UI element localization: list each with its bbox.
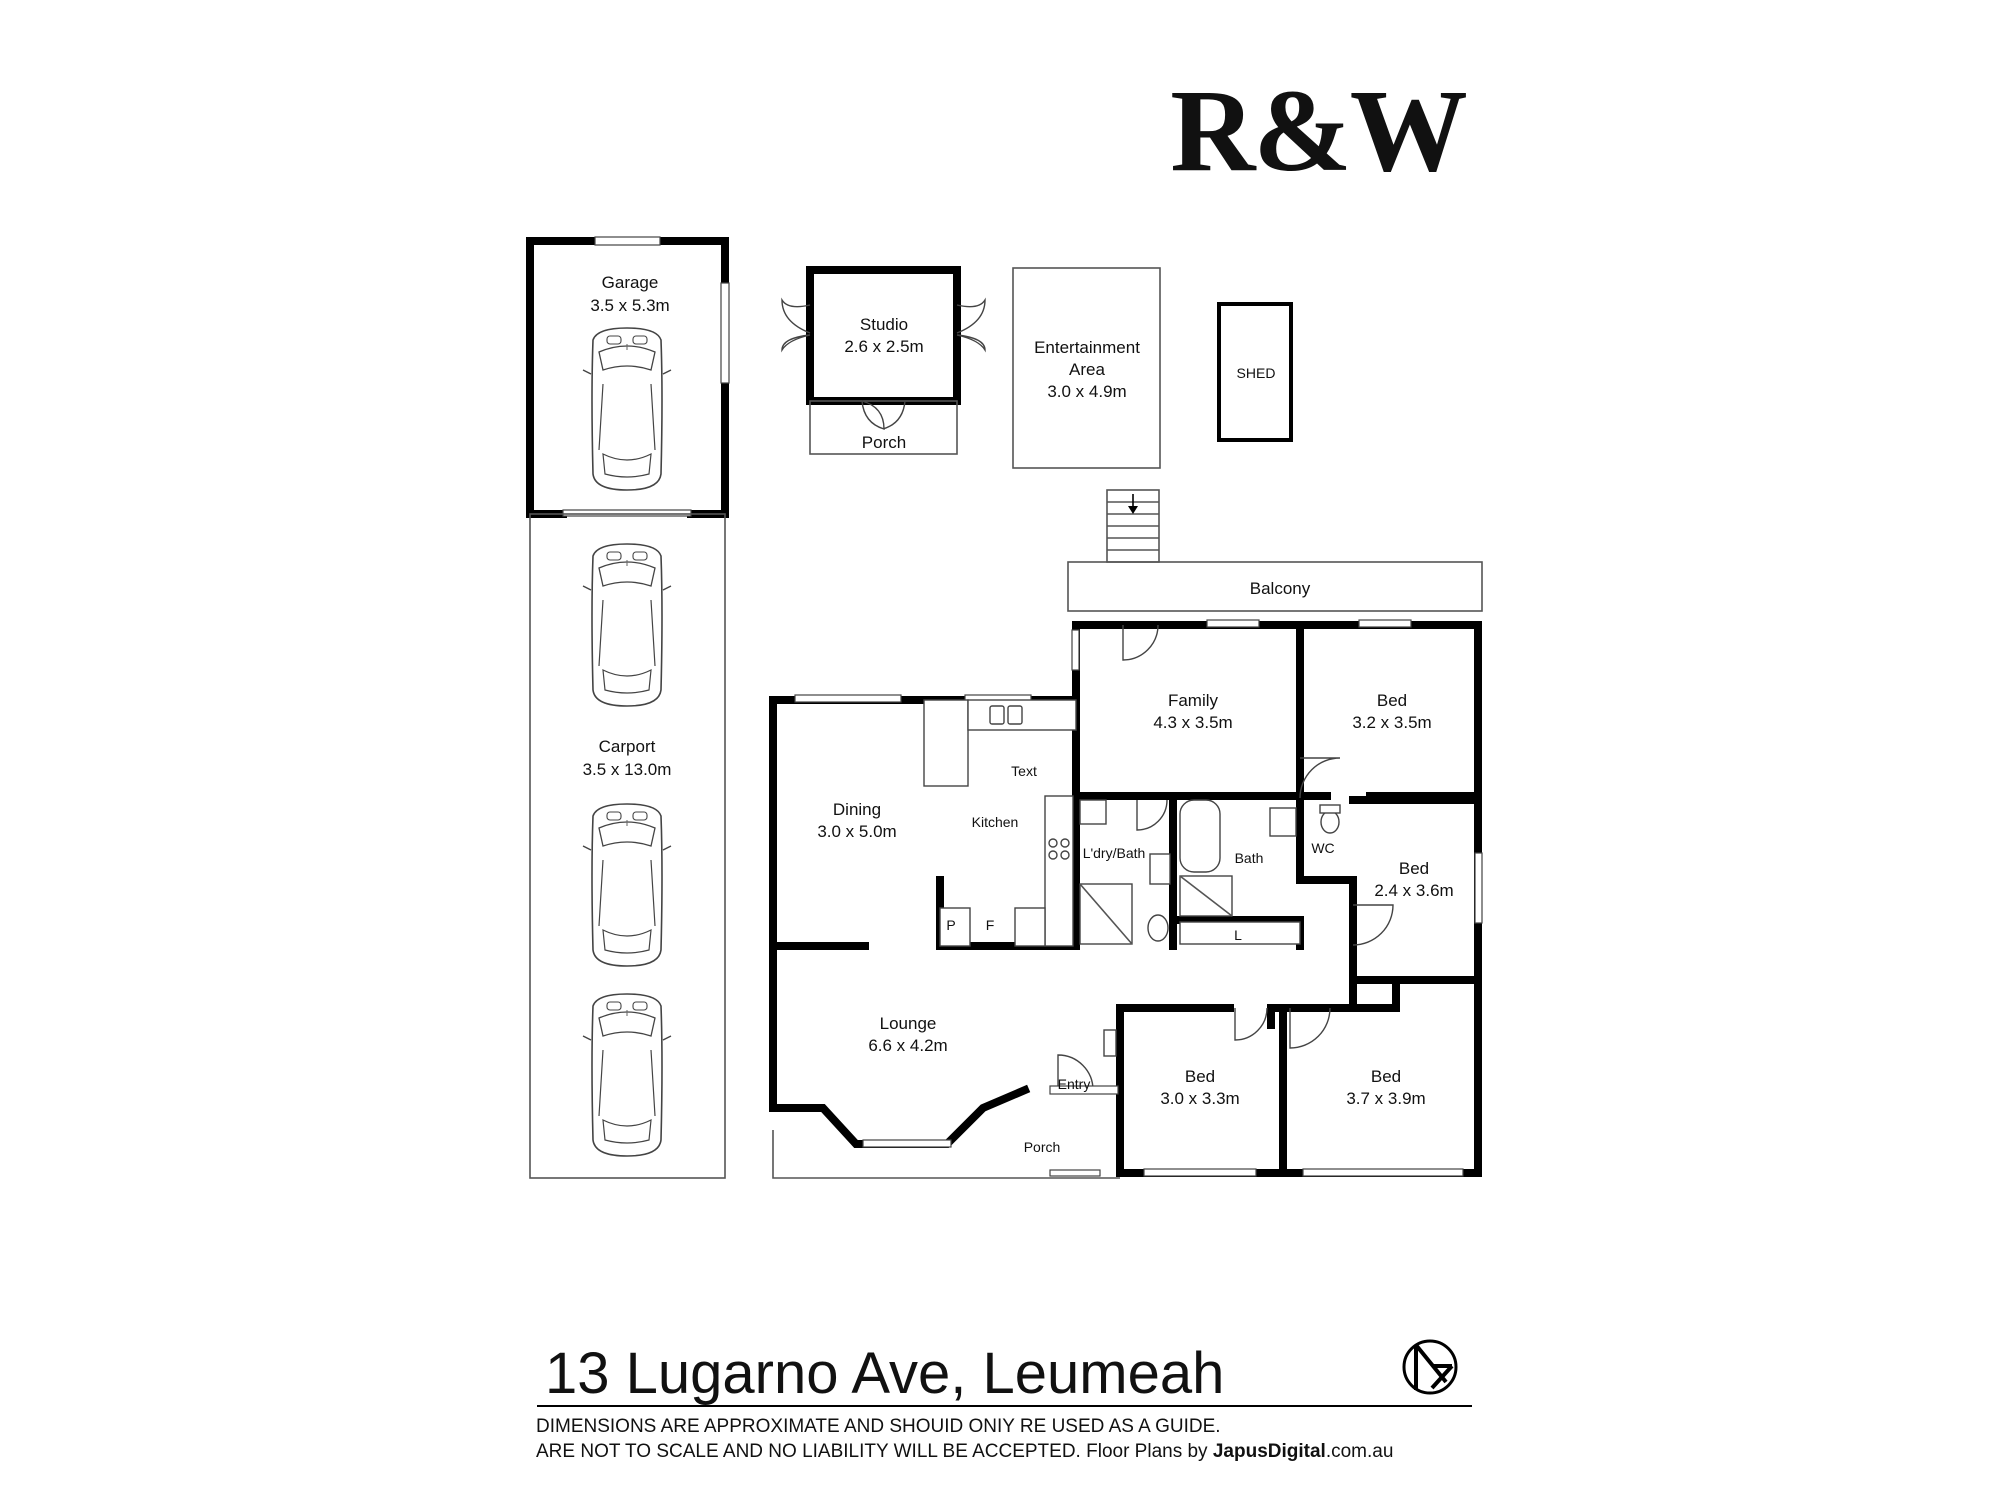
- garage-door: [562, 509, 692, 517]
- disclaimer-prefix: ARE NOT TO SCALE AND NO LIABILITY WILL B…: [536, 1441, 1213, 1462]
- credit-name: JapusDigital: [1213, 1441, 1326, 1462]
- north-arrow-icon: [1402, 1339, 1458, 1395]
- window: [794, 694, 902, 703]
- wc-label: WC: [1311, 840, 1334, 856]
- meter-box-icon: [1103, 1029, 1117, 1057]
- studio-porch-label: Porch: [862, 433, 906, 452]
- window: [1206, 619, 1260, 628]
- bath-label: Bath: [1235, 850, 1264, 866]
- fridge-label: F: [986, 917, 995, 933]
- cooktop-icon: [1048, 838, 1058, 848]
- window: [1143, 1168, 1257, 1177]
- bed1-label: Bed: [1377, 691, 1407, 710]
- door: [1136, 799, 1168, 831]
- entertainment-area: Entertainment Area 3.0 x 4.9m: [1012, 267, 1161, 469]
- linen-cupboard: [1179, 921, 1301, 945]
- stairs: [1106, 489, 1160, 563]
- credit-suffix: .com.au: [1326, 1441, 1394, 1462]
- bed3-dimensions: 3.0 x 3.3m: [1160, 1089, 1239, 1108]
- linen-label: L: [1234, 927, 1242, 943]
- door: [1289, 1007, 1331, 1049]
- dining-dimensions: 3.0 x 5.0m: [817, 822, 896, 841]
- garage-dimensions: 3.5 x 5.3m: [590, 296, 669, 315]
- kitchen-label: Kitchen: [972, 814, 1019, 830]
- garage-window: [594, 236, 661, 246]
- car-icon: [582, 543, 672, 707]
- porch-label: Porch: [1024, 1139, 1061, 1155]
- kitchen-bench: [967, 699, 1077, 731]
- toilet-icon: [1320, 810, 1340, 834]
- entertainment-dimensions: 3.0 x 4.9m: [1047, 382, 1126, 401]
- kitchen-bench: [923, 699, 969, 787]
- arrow-down-icon: [1128, 506, 1138, 514]
- window: [1302, 1168, 1464, 1177]
- bed4-label: Bed: [1371, 1067, 1401, 1086]
- garage-label: Garage: [602, 273, 659, 292]
- basin-icon: [1269, 807, 1297, 837]
- bed3-label: Bed: [1185, 1067, 1215, 1086]
- lounge-dimensions: 6.6 x 4.2m: [868, 1036, 947, 1055]
- pantry: [939, 907, 971, 947]
- door: [1352, 904, 1394, 946]
- car-icon: [582, 993, 672, 1157]
- garage-side-window: [720, 282, 730, 384]
- window: [1071, 629, 1080, 671]
- bed1-dimensions: 3.2 x 3.5m: [1352, 713, 1431, 732]
- door: [1299, 757, 1341, 799]
- car-icon: [582, 327, 672, 491]
- carport-dimensions: 3.5 x 13.0m: [583, 760, 672, 779]
- main-house: Family 4.3 x 3.5m Bed 3.2 x 3.5m Text Di…: [769, 619, 1483, 1179]
- kitchen-bench: [1044, 795, 1074, 947]
- entry-label: Entry: [1058, 1076, 1091, 1092]
- basin-icon: [1149, 853, 1171, 885]
- window: [862, 1139, 952, 1148]
- disclaimer-line-2: ARE NOT TO SCALE AND NO LIABILITY WILL B…: [536, 1441, 1393, 1462]
- studio-label: Studio: [860, 315, 908, 334]
- sink-icon: [989, 705, 1005, 725]
- bed4-dimensions: 3.7 x 3.9m: [1346, 1089, 1425, 1108]
- entry-door: [1057, 1054, 1094, 1091]
- studio-dimensions: 2.6 x 2.5m: [844, 337, 923, 356]
- window: [1474, 852, 1483, 924]
- bed2-label: Bed: [1399, 859, 1429, 878]
- bathtub-icon: [1179, 799, 1221, 873]
- disclaimer-line-1: DIMENSIONS ARE APPROXIMATE AND SHOUID ON…: [536, 1416, 1221, 1437]
- fridge-space: [1014, 907, 1046, 947]
- entertainment-label-2: Area: [1069, 360, 1105, 379]
- lounge-label: Lounge: [880, 1014, 937, 1033]
- sink-icon: [1007, 705, 1023, 725]
- window: [1358, 619, 1412, 628]
- toilet-icon: [1147, 914, 1169, 942]
- brand-logo: R&W: [1170, 65, 1467, 196]
- carport: Carport 3.5 x 13.0m: [529, 513, 726, 1179]
- balcony-label: Balcony: [1250, 579, 1311, 598]
- balcony: Balcony: [1067, 561, 1483, 612]
- text-label: Text: [1011, 763, 1037, 779]
- garage: Garage 3.5 x 5.3m: [526, 236, 730, 518]
- studio: Studio 2.6 x 2.5m Porch: [781, 266, 986, 455]
- shed-label: SHED: [1237, 365, 1276, 381]
- dining-label: Dining: [833, 800, 881, 819]
- car-icon: [582, 803, 672, 967]
- carport-label: Carport: [599, 737, 656, 756]
- shed: SHED: [1217, 302, 1293, 442]
- property-address: 13 Lugarno Ave, Leumeah: [545, 1341, 1224, 1406]
- laundry-tub-icon: [1079, 799, 1107, 825]
- bed2-dimensions: 2.4 x 3.6m: [1374, 881, 1453, 900]
- family-dimensions: 4.3 x 3.5m: [1153, 713, 1232, 732]
- door: [1122, 624, 1159, 661]
- laundry-label: L'dry/Bath: [1083, 845, 1146, 861]
- family-label: Family: [1168, 691, 1219, 710]
- entertainment-label-1: Entertainment: [1034, 338, 1140, 357]
- door: [1234, 1007, 1268, 1041]
- pantry-label: P: [946, 917, 955, 933]
